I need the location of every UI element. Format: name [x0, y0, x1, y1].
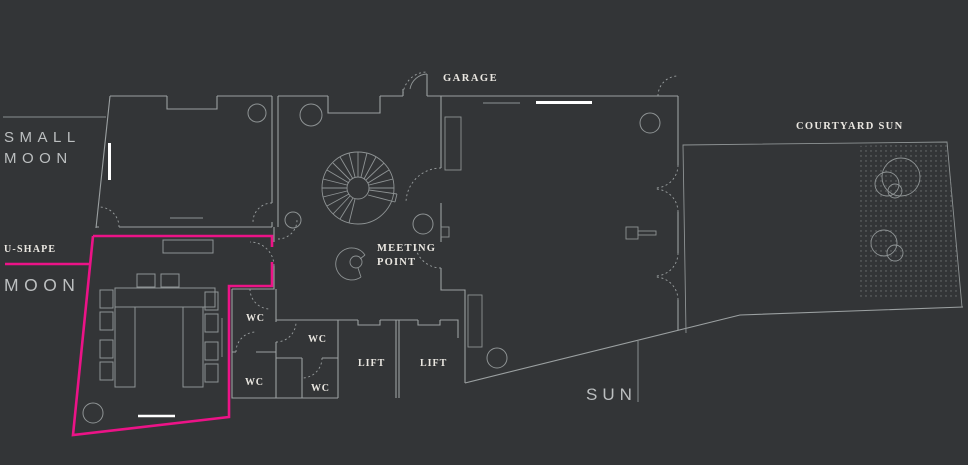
chair — [99, 289, 114, 309]
courtyard-sun-label: COURTYARD SUN — [796, 121, 903, 132]
highlight-u-shape-moon — [5, 234, 274, 437]
door-handle-box — [625, 226, 639, 240]
room-u-shape-moon — [82, 239, 275, 424]
wall — [275, 289, 459, 338]
door-handle-bar — [637, 230, 657, 236]
stair-inner-ring — [346, 176, 370, 200]
wc-label-3: WC — [245, 377, 264, 388]
door-arc — [301, 357, 323, 379]
tree-icon — [887, 183, 903, 199]
chair — [99, 311, 114, 331]
highlight-room-outline — [71, 234, 274, 437]
chair — [99, 339, 114, 359]
courtyard-outline — [682, 141, 963, 334]
wc-label-4: WC — [311, 383, 330, 394]
wall — [278, 95, 441, 114]
label-small-moon: SMALL MOON — [3, 116, 106, 167]
room-label-sun: SUN — [586, 385, 637, 404]
meeting-point-icon — [335, 247, 366, 281]
tree-cluster-bottom — [870, 229, 904, 262]
wall-tab — [440, 226, 450, 238]
door-arc — [249, 241, 275, 267]
plant-icon — [639, 112, 661, 134]
meeting-point-arc — [335, 247, 366, 281]
plant-icon — [486, 347, 508, 369]
central-hall: MEETING POINT — [232, 71, 466, 383]
sideboard — [162, 239, 214, 254]
meeting-point-arc-ends — [357, 254, 366, 278]
garage-door-arc — [402, 71, 428, 95]
door-arc — [405, 167, 442, 204]
garage-door-leaf — [409, 73, 428, 90]
room-label-u-shape-name: MOON — [4, 275, 80, 295]
room-label-small-moon-line2: MOON — [4, 150, 73, 167]
room-label-u-shape-tag: U-SHAPE — [4, 244, 56, 255]
door-arc — [414, 241, 442, 269]
conference-table-top — [114, 287, 216, 308]
room-small-moon — [95, 95, 298, 240]
label-u-shape-moon: U-SHAPE MOON — [4, 244, 80, 295]
lift-shaft-wall — [395, 320, 400, 398]
meeting-point-label-line2: POINT — [377, 257, 416, 268]
door-jamb — [402, 74, 428, 96]
door-arc — [235, 331, 257, 353]
chair — [204, 291, 219, 311]
room-garage-wing — [441, 75, 964, 384]
courtyard: COURTYARD SUN — [682, 121, 963, 334]
chair — [204, 363, 219, 383]
garage-label: GARAGE — [443, 73, 498, 84]
lift-area: LIFT LIFT — [358, 320, 447, 398]
meeting-point-label-line1: MEETING — [377, 243, 436, 254]
stair-treads — [322, 152, 398, 224]
door-arc — [657, 75, 679, 97]
conference-table-left — [114, 306, 136, 388]
spiral-staircase-icon — [321, 151, 398, 225]
wc-label-2: WC — [308, 334, 327, 345]
lift-label-2: LIFT — [420, 358, 447, 369]
chair — [204, 341, 219, 361]
plant-icon — [412, 213, 434, 235]
door-arc — [252, 202, 273, 223]
tree-icon — [874, 171, 900, 197]
wall — [95, 95, 111, 229]
door-arc — [277, 219, 298, 240]
door-arc — [275, 321, 297, 343]
door-arc — [98, 206, 120, 228]
room-label-small-moon-line1: SMALL — [4, 129, 81, 146]
meeting-point-dot — [349, 255, 363, 269]
double-door-arc — [654, 164, 679, 213]
plant-icon — [247, 103, 267, 123]
wc-block: WC WC WC WC — [231, 288, 339, 399]
chair — [136, 273, 156, 288]
tree-cluster-top — [874, 157, 921, 199]
building-bottom-wall — [464, 306, 964, 384]
lift-label-1: LIFT — [358, 358, 385, 369]
chair — [99, 361, 114, 381]
chair — [160, 273, 180, 288]
door-arc — [249, 288, 271, 310]
conference-table-right — [182, 306, 204, 388]
double-door-arc — [654, 252, 679, 301]
plant-icon — [82, 402, 104, 424]
radiator — [467, 294, 483, 348]
duct — [444, 116, 462, 171]
tree-icon — [886, 244, 904, 262]
plant-icon — [299, 103, 323, 127]
label-sun: SUN — [586, 341, 639, 404]
wall — [110, 95, 272, 110]
gravel-grid — [857, 143, 960, 297]
tree-icon — [870, 229, 898, 257]
chair — [204, 313, 219, 333]
tree-icon — [881, 157, 921, 197]
wc-label-1: WC — [246, 313, 265, 324]
plant-icon — [284, 211, 302, 229]
wall — [231, 289, 339, 399]
